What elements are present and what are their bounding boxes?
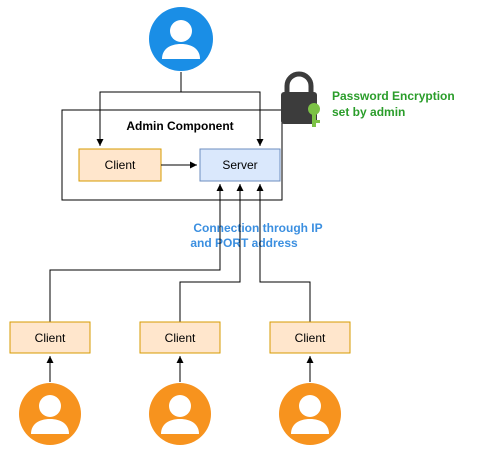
client-box-1[interactable]: Client — [9, 321, 91, 354]
connection-note-line1: Connection through IP — [193, 221, 322, 235]
client-user-icon-2 — [149, 383, 211, 445]
lock-icon — [281, 71, 317, 124]
client-user-icon-3 — [279, 383, 341, 445]
admin-user-icon — [149, 7, 213, 71]
client-3-label: Client — [295, 331, 326, 345]
connector-client2-to-server — [179, 184, 244, 322]
encryption-note-line2: set by admin — [332, 105, 405, 119]
connector-admin-to-client — [96, 72, 182, 146]
key-icon — [308, 103, 320, 127]
admin-component-title: Admin Component — [126, 119, 233, 133]
connection-note-line2: and PORT address — [190, 236, 298, 250]
connector-admin-to-server — [180, 72, 264, 146]
connector-client3-to-server — [256, 184, 311, 322]
server-box[interactable]: Server — [199, 148, 281, 182]
client-box-2[interactable]: Client — [139, 321, 221, 354]
encryption-note-line1: Password Encryption — [332, 89, 455, 103]
admin-component-container — [61, 109, 283, 201]
client-box-3[interactable]: Client — [269, 321, 351, 354]
connector-client1-to-server — [49, 184, 224, 322]
admin-client-label: Client — [105, 158, 136, 172]
admin-client-box[interactable]: Client — [78, 148, 162, 182]
client-2-label: Client — [165, 331, 196, 345]
client-1-label: Client — [35, 331, 66, 345]
client-user-icon-1 — [19, 383, 81, 445]
server-label: Server — [222, 158, 257, 172]
